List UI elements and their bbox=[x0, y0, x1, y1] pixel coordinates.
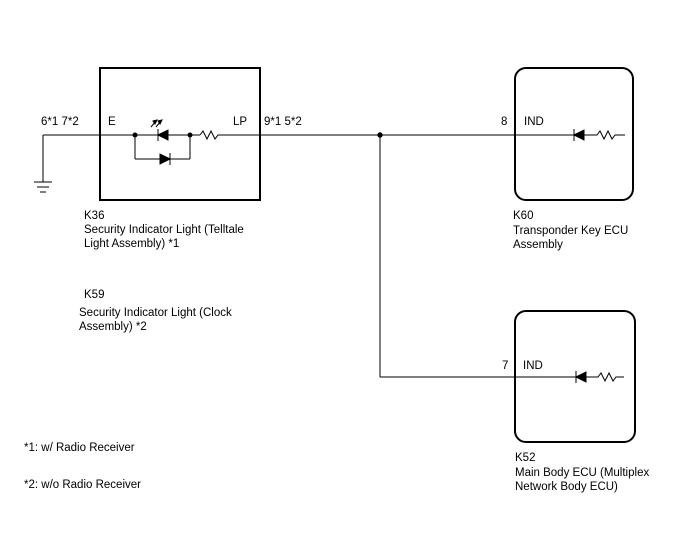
k60-pin-number: 8 bbox=[501, 116, 507, 128]
ground-symbol bbox=[34, 135, 52, 193]
k52-name-line1: Main Body ECU (Multiplex bbox=[515, 467, 649, 479]
k59-name-line1: Security Indicator Light (Clock bbox=[79, 307, 232, 319]
k60-description: K60 Transponder Key ECU Assembly bbox=[513, 210, 628, 251]
k59-code: K59 bbox=[84, 289, 104, 301]
k52-code: K52 bbox=[515, 452, 535, 464]
k60-code: K60 bbox=[513, 210, 533, 222]
k52-description: K52 Main Body ECU (Multiplex Network Bod… bbox=[515, 452, 649, 493]
k36-pin-left-numbers: 6*1 7*2 bbox=[41, 116, 79, 128]
k60-pin-label: IND bbox=[524, 116, 544, 128]
k36-pin-left-label: E bbox=[108, 116, 116, 128]
k36-box bbox=[99, 67, 261, 201]
k36-description: K36 Security Indicator Light (Telltale L… bbox=[84, 210, 244, 250]
led-icon bbox=[150, 119, 169, 141]
k36-code: K36 bbox=[84, 210, 104, 222]
k52-resistor-icon bbox=[586, 371, 624, 383]
k36-component: E LP bbox=[99, 67, 261, 201]
k52-name-line2: Network Body ECU) bbox=[515, 481, 618, 493]
k52-pin-label: IND bbox=[523, 360, 543, 372]
k52-pin-number: 7 bbox=[502, 360, 508, 372]
note-radio-receiver: *1: w/ Radio Receiver bbox=[24, 442, 135, 454]
diode-icon bbox=[159, 153, 172, 165]
k36-pin-right-label: LP bbox=[233, 116, 247, 128]
k36-name-line1: Security Indicator Light (Telltale bbox=[84, 224, 244, 236]
k52-component: IND bbox=[514, 310, 636, 443]
resistor-icon bbox=[199, 129, 260, 141]
k60-name-line2: Assembly bbox=[513, 239, 563, 251]
k59-name-line2: Assembly) *2 bbox=[79, 321, 147, 333]
note-no-radio-receiver: *2: w/o Radio Receiver bbox=[24, 479, 141, 491]
k60-resistor-icon bbox=[584, 129, 625, 141]
k60-name-line1: Transponder Key ECU bbox=[513, 225, 628, 237]
k36-pin-right-numbers: 9*1 5*2 bbox=[264, 116, 302, 128]
k36-name-line2: Light Assembly) *1 bbox=[84, 238, 179, 250]
k60-component: IND bbox=[514, 67, 634, 201]
k59-description: K59 Security Indicator Light (Clock Asse… bbox=[79, 289, 232, 333]
